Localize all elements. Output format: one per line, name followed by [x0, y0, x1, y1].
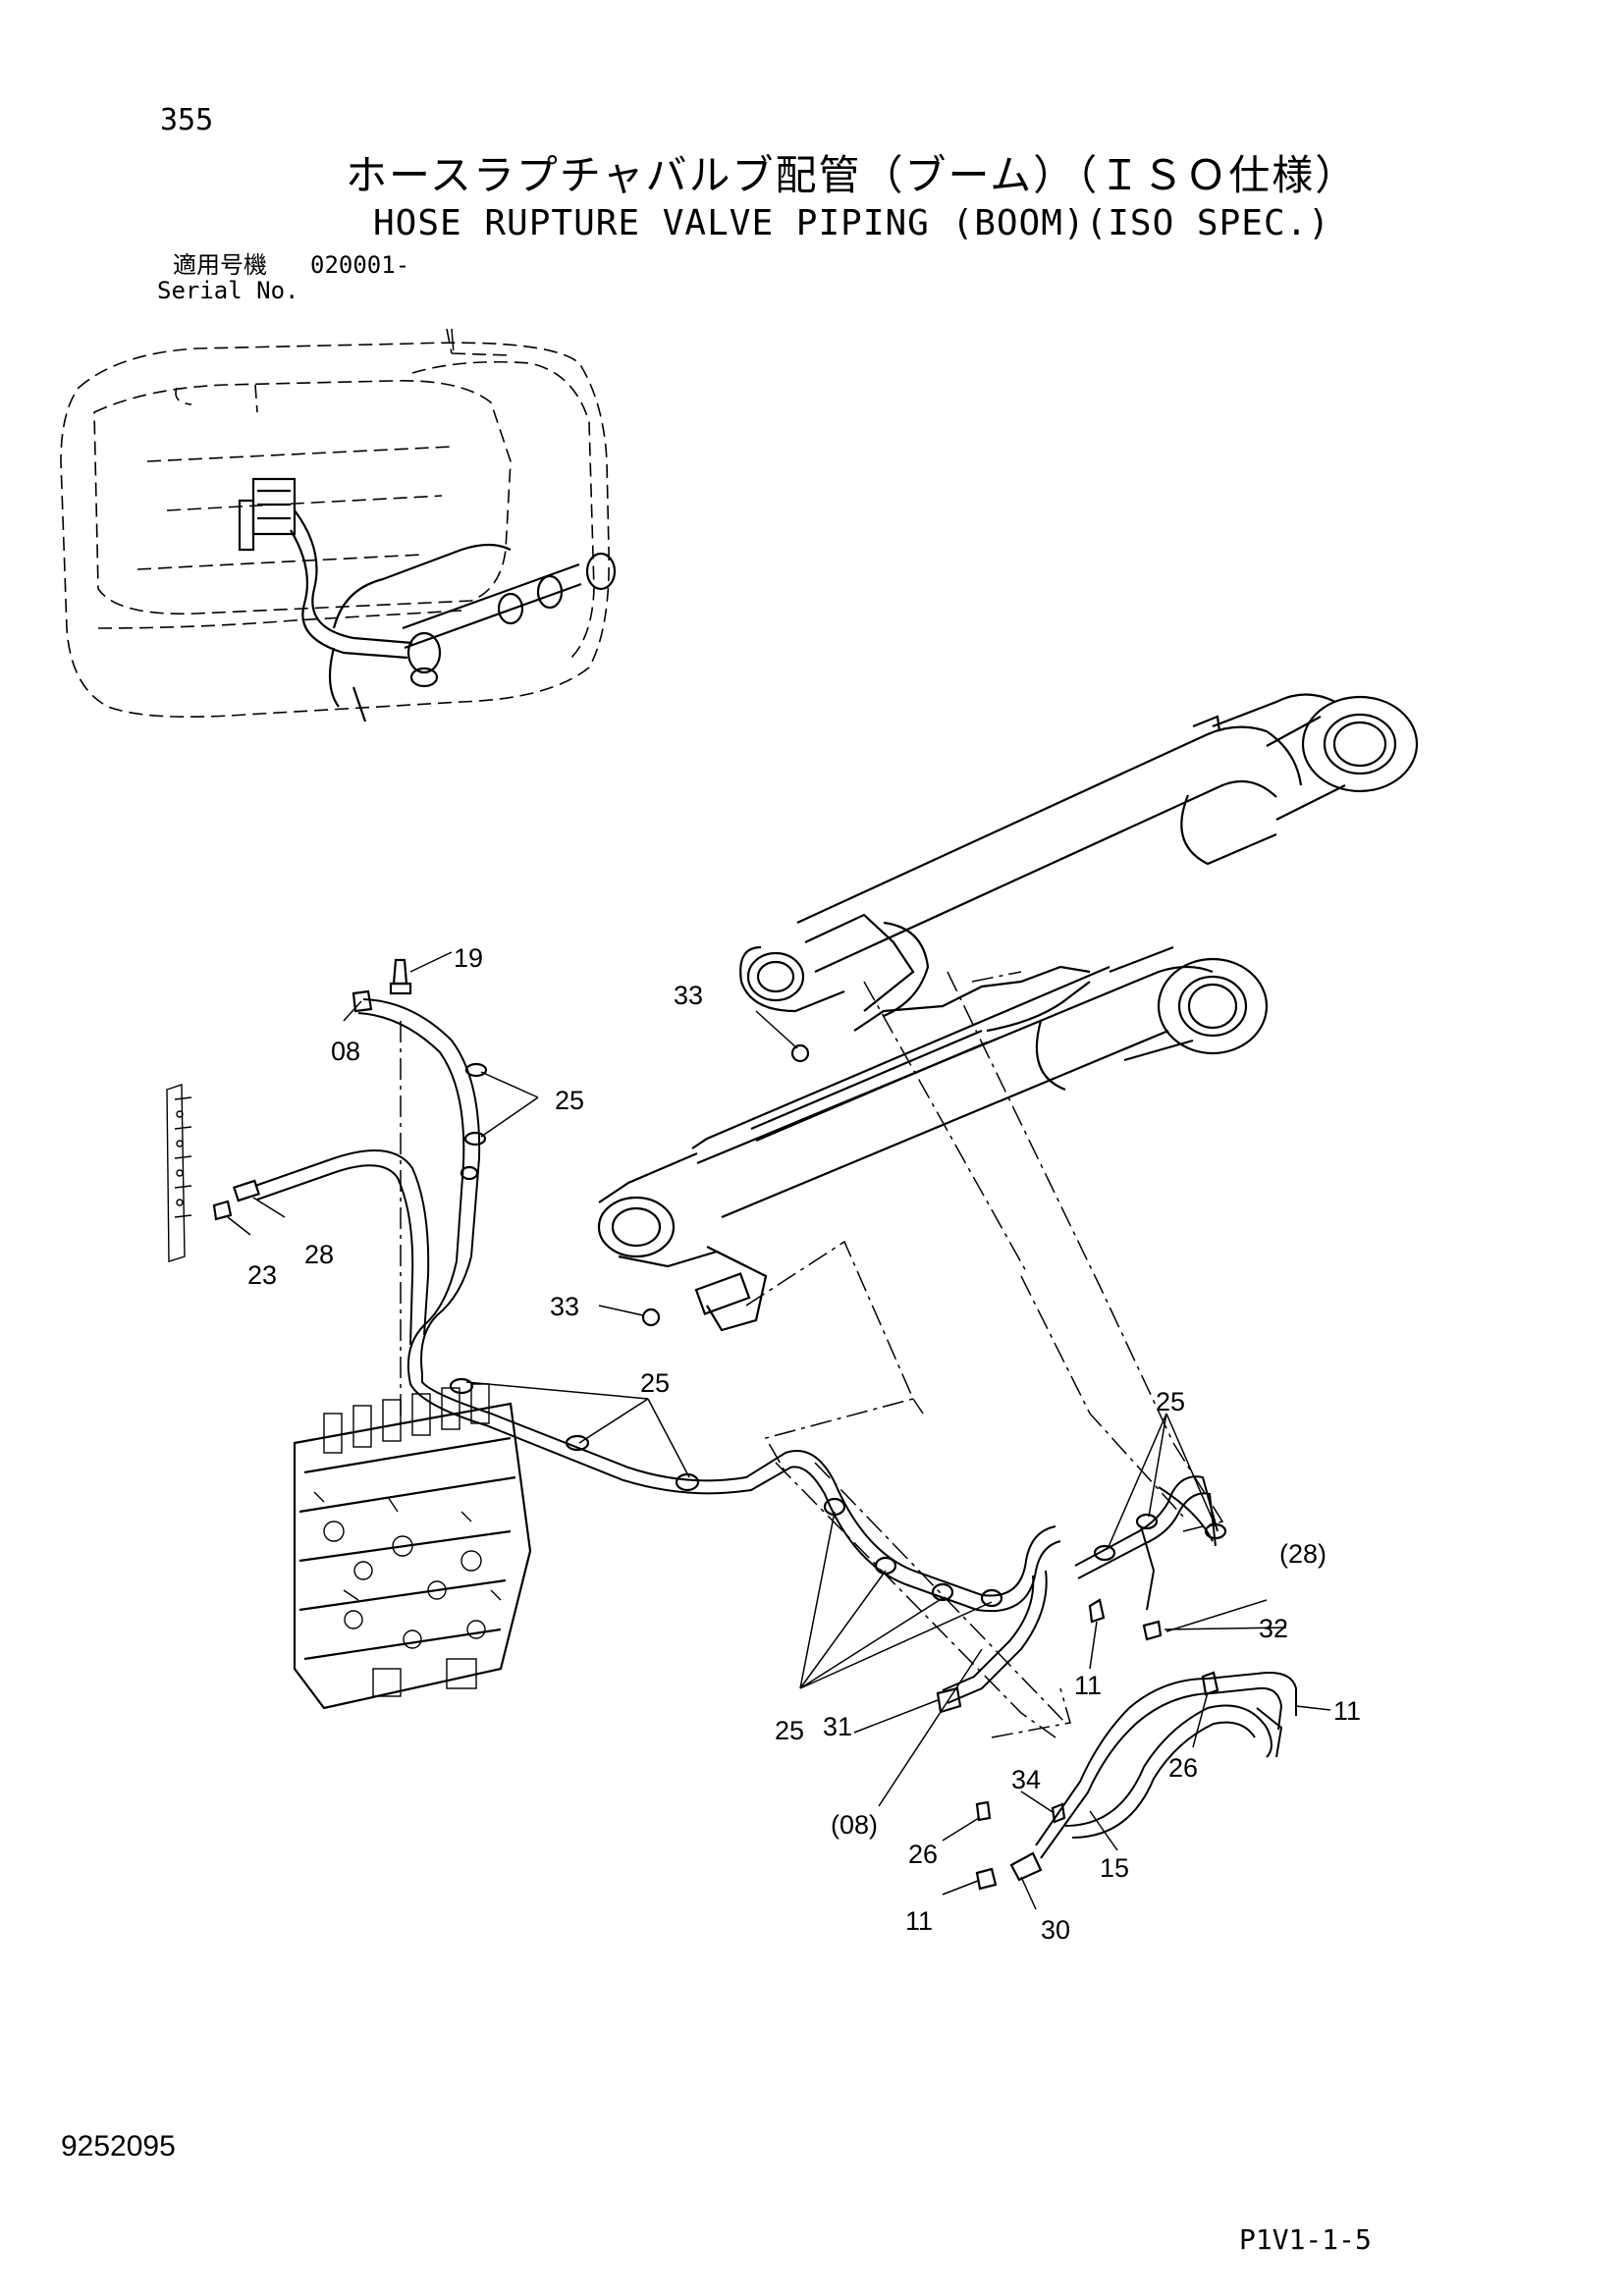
- callout-26-right: 26: [1168, 1753, 1198, 1783]
- callout-08-paren: (08): [831, 1810, 878, 1840]
- hose-lines: [254, 998, 1297, 1859]
- callout-28-paren: (28): [1279, 1539, 1326, 1569]
- title-english: HOSE RUPTURE VALVE PIPING (BOOM)(ISO SPE…: [373, 203, 1330, 243]
- callout-11-lower: 11: [905, 1906, 933, 1936]
- pilot-bracket: [166, 1084, 192, 1262]
- callout-33-upper: 33: [674, 981, 703, 1010]
- callout-11-right: 11: [1333, 1696, 1361, 1726]
- callout-25-upper: 25: [555, 1086, 584, 1115]
- page-code: P1V1-1-5: [1239, 2223, 1372, 2256]
- callout-34: 34: [1011, 1765, 1041, 1794]
- callout-32: 32: [1259, 1614, 1288, 1643]
- boom-outline: [745, 971, 1224, 1738]
- boom-cylinder-lower: [597, 945, 1269, 1332]
- title-japanese: ホースラプチャバルブ配管（ブーム）（ＩＳＯ仕様）: [346, 151, 1359, 199]
- callout-30: 30: [1041, 1915, 1070, 1945]
- callout-26-lower: 26: [908, 1840, 938, 1869]
- alignment-lines: [400, 328, 455, 1423]
- serial-label-english: Serial No.: [157, 277, 299, 304]
- hose-clamps: [449, 1062, 1227, 1608]
- callout-15: 15: [1100, 1853, 1129, 1883]
- callout-11-middle: 11: [1074, 1671, 1102, 1700]
- leader-lines: [227, 951, 1331, 1910]
- fittings: [212, 958, 1219, 1891]
- machine-overview-drawing: [60, 328, 617, 722]
- callout-31: 31: [823, 1712, 852, 1741]
- drawing-number: 9252095: [61, 2130, 176, 2163]
- callout-19: 19: [454, 943, 483, 973]
- callout-28: 28: [304, 1240, 334, 1269]
- callout-25-middle: 25: [640, 1368, 670, 1398]
- callout-25-lower: 25: [775, 1716, 804, 1745]
- page-number: 355: [160, 103, 214, 137]
- serial-value: 020001-: [310, 251, 410, 279]
- callout-labels: 19 08 33 25 28 23 33 25 25 (28) 32 11 11…: [247, 943, 1361, 1945]
- callout-25-right: 25: [1156, 1387, 1185, 1416]
- callout-33-lower: 33: [550, 1292, 579, 1321]
- serial-label-japanese: 適用号機: [173, 251, 267, 279]
- boom-cylinder-upper: [739, 693, 1419, 1018]
- control-valve-drawing: [293, 1383, 532, 1710]
- callout-08: 08: [331, 1037, 360, 1066]
- callout-23: 23: [247, 1260, 277, 1290]
